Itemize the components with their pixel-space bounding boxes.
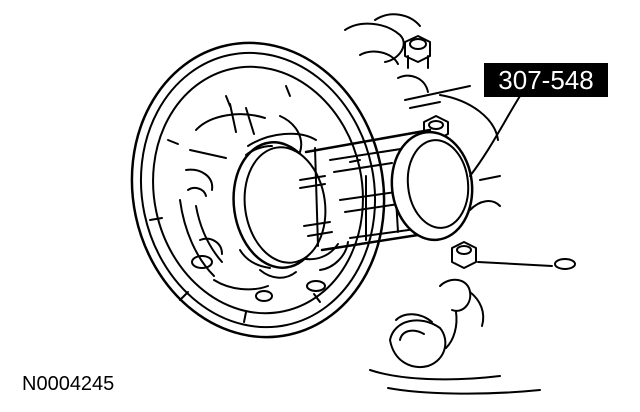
lower-bolt-icon bbox=[451, 241, 576, 270]
figure-id-label: N0004245 bbox=[22, 373, 115, 395]
upper-bolt-icon bbox=[404, 35, 431, 69]
brake-hardware bbox=[179, 103, 349, 302]
special-tool-icon bbox=[232, 128, 474, 269]
lower-linkage bbox=[369, 278, 541, 395]
tool-number-label: 307-548 bbox=[484, 63, 608, 97]
tool-leader-line bbox=[469, 95, 521, 177]
housing-bracket bbox=[344, 13, 501, 211]
